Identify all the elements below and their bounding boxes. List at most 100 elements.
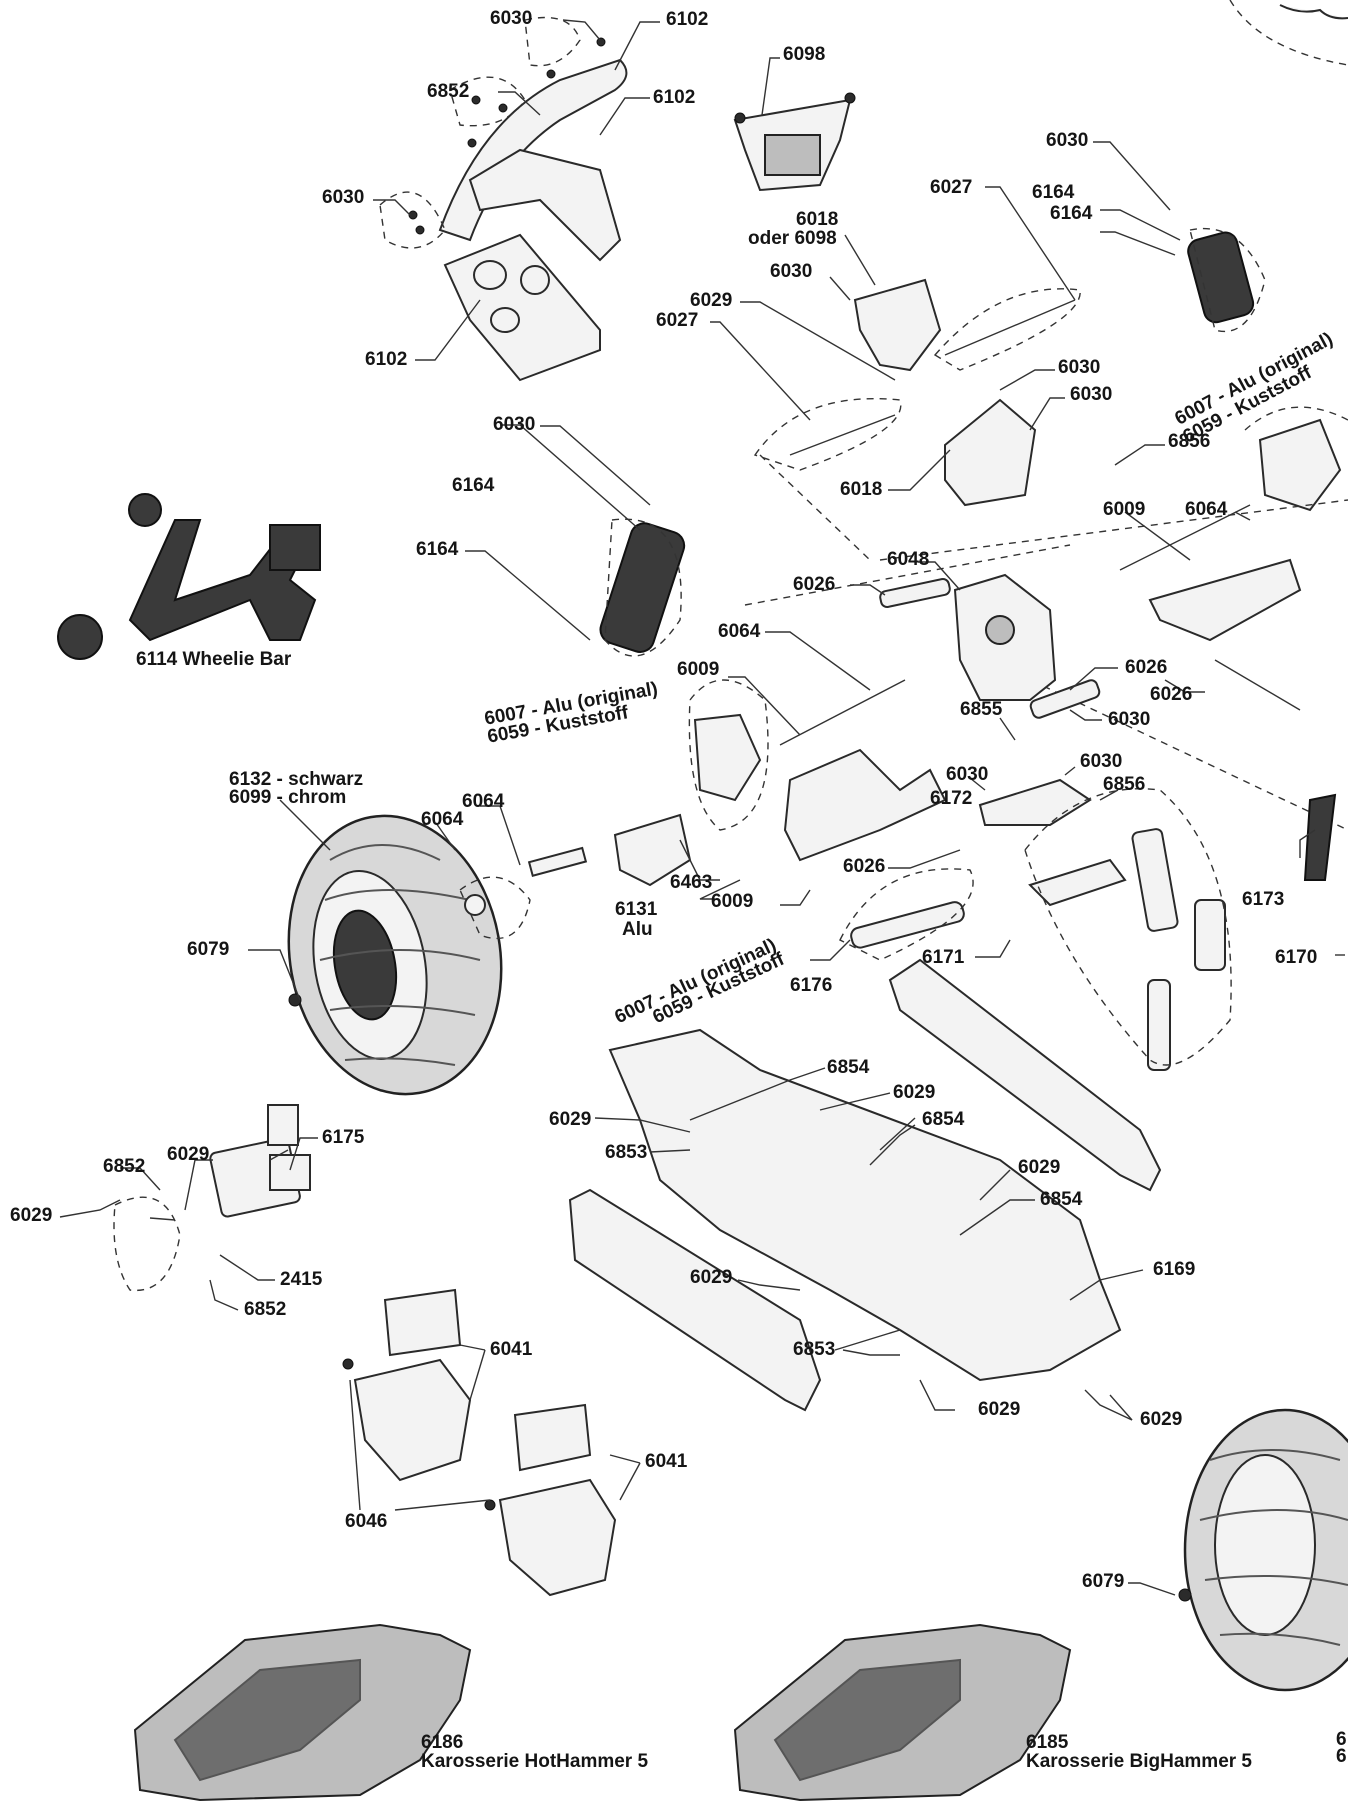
dashed-arc-top-right [1229,0,1348,66]
label-6048: 6048 [887,549,930,570]
label-edge-6-b: 6 [1336,1746,1347,1767]
label-6854-b: 6854 [922,1109,965,1130]
label-6175: 6175 [322,1127,365,1148]
label-edge-6-a: 6 [1336,1729,1347,1750]
label-6131: 6131 [615,899,658,920]
label-6029-a: 6029 [690,290,733,311]
servo-assembly-6175 [113,1104,311,1292]
label-6102-c: 6102 [365,349,408,370]
battery-trays-6041 [342,1288,617,1597]
label-6132: 6132 - schwarz [229,769,364,790]
label-6854-c: 6854 [1040,1189,1083,1210]
body-hothammer [133,1623,472,1802]
label-6046: 6046 [345,1511,388,1532]
label-2415: 2415 [280,1269,323,1290]
label-6030-c: 6030 [770,261,813,282]
label-6164-m2: 6164 [416,539,459,560]
label-6186: 6186 [421,1732,464,1753]
label-6064-m: 6064 [718,621,761,642]
wheel-left [287,814,531,1096]
label-6018-a: 6018 [796,209,839,230]
label-6176: 6176 [790,975,833,996]
label-6030-b: 6030 [322,187,365,208]
label-6169: 6169 [1153,1259,1196,1280]
gearbox-upper-6018 [753,278,1081,507]
part-6173 [1303,793,1337,881]
label-6030-e: 6030 [1070,384,1113,405]
label-6186-name: Karosserie HotHammer 5 [421,1751,649,1772]
steering-assembly [978,778,1232,1071]
label-6171: 6171 [922,947,965,968]
label-6030-f: 6030 [493,414,536,435]
label-6041-b: 6041 [645,1451,688,1472]
leader-lines [59,19,1345,1596]
linkage-6026-b [1029,679,1101,719]
label-6164-m1: 6164 [452,475,495,496]
label-6185-name: Karosserie BigHammer 5 [1026,1751,1252,1772]
part-6176 [850,901,965,949]
label-6853-a: 6853 [605,1142,648,1163]
label-6026-a: 6026 [793,574,836,595]
label-6029-f: 6029 [1018,1157,1061,1178]
label-6030-right1: 6030 [1046,130,1089,151]
label-6029-i: 6029 [1140,1409,1183,1430]
label-6030-top: 6030 [490,8,533,29]
label-6185: 6185 [1026,1732,1069,1753]
shock-tower-6098 [733,92,856,192]
label-6098: 6098 [783,44,826,65]
label-6852-top: 6852 [427,81,470,102]
label-6854-a: 6854 [827,1057,870,1078]
label-6026-c: 6026 [1150,684,1193,705]
label-6041-a: 6041 [490,1339,533,1360]
label-6027-a: 6027 [930,177,973,198]
label-6030-g: 6030 [1108,709,1151,730]
label-6852-b: 6852 [103,1156,146,1177]
label-6029-d: 6029 [167,1144,210,1165]
front-bumper-assembly [379,16,628,382]
linkage-6026-a [879,578,951,608]
label-alu: Alu [622,919,653,940]
hub-6131 [613,813,692,887]
label-6170: 6170 [1275,947,1318,968]
label-6099: 6099 - chrom [229,787,347,808]
gearbox-middle-6048 [953,573,1057,701]
label-6064-r: 6064 [1185,499,1228,520]
label-6463: 6463 [670,872,713,893]
label-6009-r: 6009 [1103,499,1146,520]
label-6018-b: 6018 [840,479,883,500]
label-oder-6098: oder 6098 [748,228,837,249]
label-6164-r2: 6164 [1050,203,1093,224]
label-6856-a: 6856 [1168,431,1211,452]
label-6102-a: 6102 [666,9,709,30]
partial-part-top-right [1279,4,1348,20]
label-6029-c: 6029 [549,1109,592,1130]
label-6173: 6173 [1242,889,1285,910]
label-6853-b: 6853 [793,1339,836,1360]
label-6064-w1: 6064 [462,791,505,812]
label-6009-m: 6009 [677,659,720,680]
label-6030-d: 6030 [1058,357,1101,378]
chassis-6169 [568,958,1162,1412]
label-6029-h: 6029 [978,1399,1021,1420]
rear-shock-right [1187,227,1266,332]
lower-arm-right [1119,504,1302,642]
label-6855: 6855 [960,699,1003,720]
label-6027-b: 6027 [656,310,699,331]
wheelie-bar-6114 [57,493,321,660]
label-6026-d: 6026 [843,856,886,877]
label-6030-i: 6030 [1080,751,1123,772]
shock-middle [599,518,686,657]
label-6079-a: 6079 [187,939,230,960]
label-6852-c: 6852 [244,1299,287,1320]
label-6030-h: 6030 [946,764,989,785]
label-6102-b: 6102 [653,87,696,108]
label-6114-wheelie-bar: 6114 Wheelie Bar [136,649,292,670]
label-6009-b: 6009 [711,891,754,912]
label-6029-e: 6029 [10,1205,53,1226]
wheel-bottom-right [1178,1408,1348,1692]
label-6029-g: 6029 [690,1267,733,1288]
hub-carrier-middle [688,679,947,862]
body-bighammer [733,1623,1072,1802]
